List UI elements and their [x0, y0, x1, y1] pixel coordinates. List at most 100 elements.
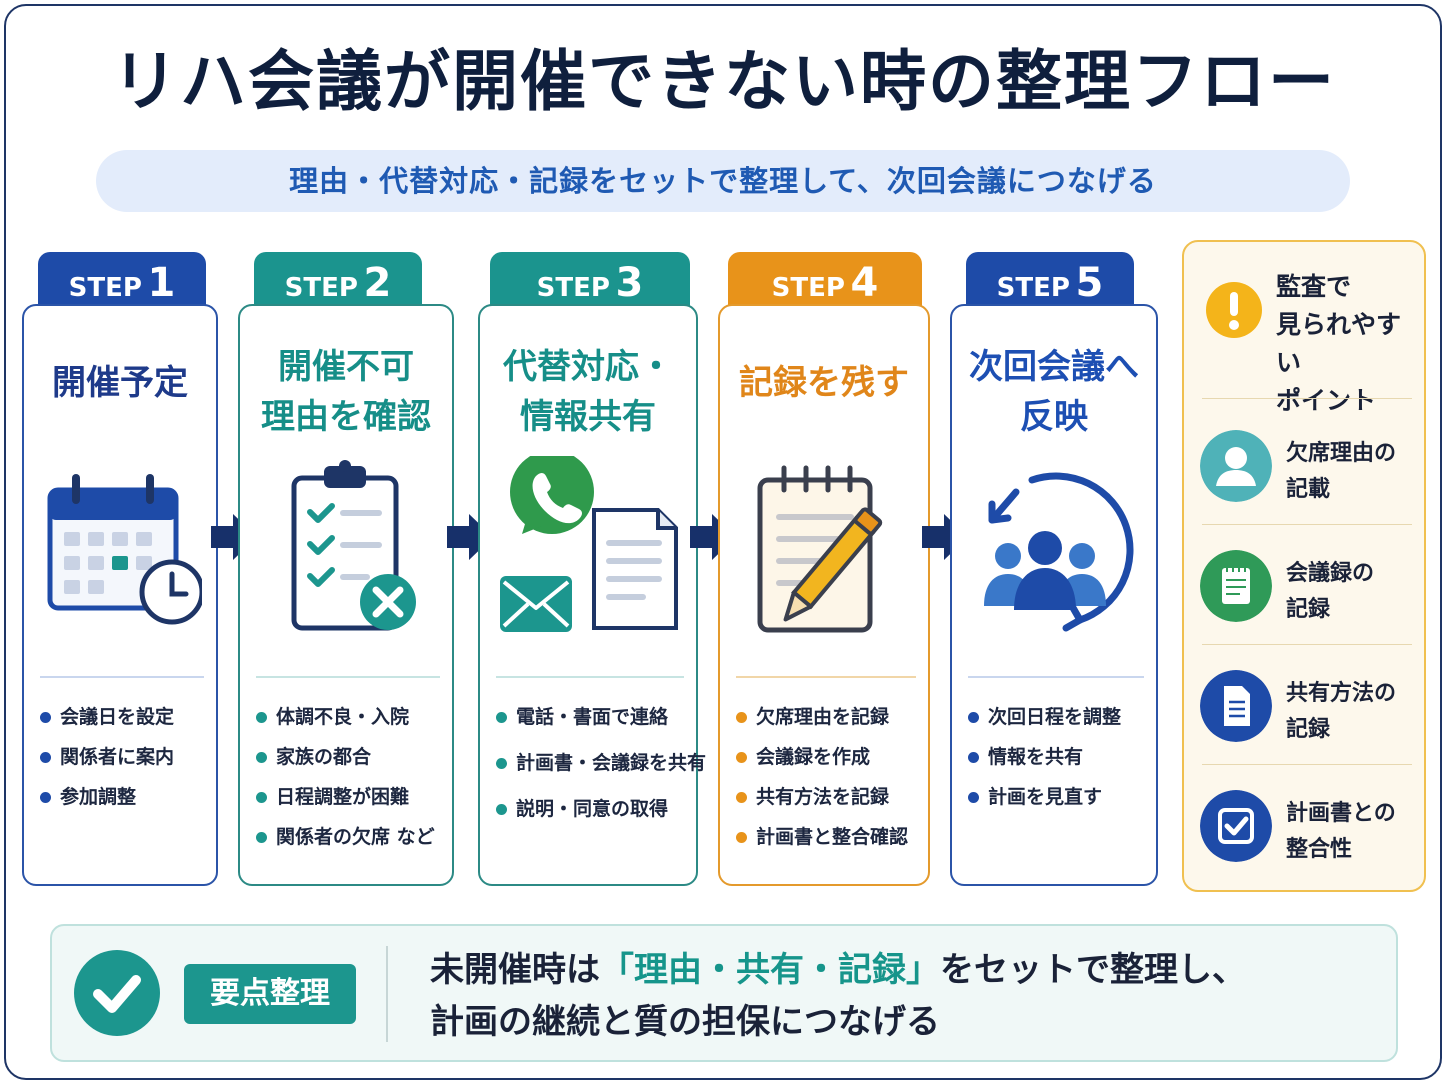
step-label: STEP	[771, 273, 845, 303]
bullet-dot	[968, 792, 979, 803]
step-label: STEP	[996, 273, 1070, 303]
list-item: 家族の都合	[256, 742, 432, 782]
bullet-dot	[496, 804, 507, 815]
audit-points-heading: 監査で 見られやすい ポイント	[1276, 268, 1424, 420]
step-title-line: 反映	[1020, 397, 1088, 437]
step-number: 1	[147, 260, 176, 306]
step-title-line: 情報共有	[520, 397, 656, 437]
step-5-title: 次回会議へ 反映	[952, 342, 1156, 442]
step-title-line: 次回会議へ	[969, 347, 1139, 387]
check-circle-icon	[74, 950, 160, 1036]
bullet-dot	[968, 712, 979, 723]
exclamation-icon	[1206, 282, 1262, 338]
calendar-clock-icon	[47, 474, 202, 625]
step-title-line: 記録を残す	[739, 363, 909, 403]
summary-highlight: 「理由・共有・記録」	[600, 950, 940, 990]
bullet-dot	[40, 712, 51, 723]
step-label: STEP	[536, 273, 610, 303]
separator	[256, 676, 440, 678]
step-number: 2	[363, 260, 392, 306]
step-number: 4	[850, 260, 879, 306]
heading-line: ポイント	[1276, 386, 1377, 415]
phone-mail-document-icon	[500, 456, 678, 632]
bullet-dot	[736, 752, 747, 763]
list-item: 電話・書面で連絡	[496, 702, 696, 748]
list-item: 欠席理由を記録	[736, 702, 932, 742]
step-title-line: 開催不可	[278, 347, 414, 387]
step-title-line: 開催予定	[52, 363, 188, 403]
list-item: 説明・同意の取得	[496, 794, 696, 840]
summary-text: 未開催時は「理由・共有・記録」をセットで整理し、 計画の継続と質の担保につなげる	[430, 950, 1246, 1042]
list-item: 共有方法を記録	[736, 782, 932, 822]
audit-item-label: 会議録の記録	[1286, 561, 1375, 622]
step-4-card: 記録を残す 欠席理由を記録 会議録を作成 共有方法を記録 計画書と整合確認	[718, 304, 930, 886]
summary-box: 要点整理 未開催時は「理由・共有・記録」をセットで整理し、 計画の継続と質の担保…	[50, 924, 1398, 1062]
list-item: 体調不良・入院	[256, 702, 432, 742]
page-subtitle: 理由・代替対応・記録をセットで整理して、次回会議につなげる	[96, 150, 1350, 212]
arrow-right-icon	[211, 514, 257, 560]
step-5-bullets: 次回日程を調整 情報を共有 計画を見直す	[968, 702, 1144, 822]
audit-item-label: 欠席理由の記載	[1286, 441, 1397, 502]
step-label: STEP	[68, 273, 142, 303]
divider	[1202, 764, 1412, 765]
step-5-card: 次回会議へ 反映 次回日程を調整 情報を共有 計画を見直す	[950, 304, 1158, 886]
list-item: 関係者に案内	[40, 742, 216, 782]
bullet-dot	[736, 832, 747, 843]
step-2-bullets: 体調不良・入院 家族の都合 日程調整が困難 関係者の欠席 など	[256, 702, 435, 862]
list-item: 情報を共有	[968, 742, 1144, 782]
step-4-title: 記録を残す	[720, 358, 928, 408]
separator	[496, 676, 684, 678]
audit-item-sharing-method: 共有方法の記録	[1200, 652, 1412, 762]
list-item: 参加調整	[40, 782, 216, 822]
bullet-dot	[40, 792, 51, 803]
bullet-dot	[256, 832, 267, 843]
step-number: 5	[1075, 260, 1104, 306]
separator	[40, 676, 204, 678]
audit-points-panel: 監査で 見られやすい ポイント 欠席理由の記載 会議録の記録	[1182, 240, 1426, 892]
page-title: リハ会議が開催できない時の整理フロー	[112, 43, 1336, 120]
divider	[386, 946, 388, 1042]
person-icon	[1200, 430, 1272, 502]
arrow-right-icon	[690, 514, 736, 560]
separator	[736, 676, 916, 678]
audit-item-absence-reason: 欠席理由の記載	[1200, 412, 1412, 522]
heading-line: 監査で	[1276, 272, 1352, 301]
bullet-dot	[736, 712, 747, 723]
bullet-dot	[496, 712, 507, 723]
step-label: STEP	[284, 273, 358, 303]
arrow-right-icon	[922, 514, 968, 560]
divider	[1202, 524, 1412, 525]
step-1-card: 開催予定 会議日を設定 関係者に案内 参加調整	[22, 304, 218, 886]
bullet-dot	[496, 758, 507, 769]
step-2-card: 開催不可 理由を確認 体調不良・入院 家族の都合 日程調整が困難 関係者の欠席 …	[238, 304, 454, 886]
list-item: 次回日程を調整	[968, 702, 1144, 742]
list-item: 日程調整が困難	[256, 782, 432, 822]
step-4-bullets: 欠席理由を記録 会議録を作成 共有方法を記録 計画書と整合確認	[736, 702, 932, 862]
step-1-title: 開催予定	[24, 358, 216, 408]
list-item: 計画書と整合確認	[736, 822, 932, 862]
step-3-bullets: 電話・書面で連絡 計画書・会議録を共有 説明・同意の取得	[496, 702, 706, 840]
list-item: 会議日を設定	[40, 702, 216, 742]
list-item: 計画を見直す	[968, 782, 1144, 822]
list-item: 会議録を作成	[736, 742, 932, 782]
heading-line: 見られやすい	[1276, 310, 1402, 377]
list-item: 関係者の欠席 など	[256, 822, 435, 862]
bullet-dot	[256, 792, 267, 803]
summary-badge: 要点整理	[184, 964, 356, 1024]
divider	[1202, 398, 1412, 399]
step-title-line: 理由を確認	[261, 397, 431, 437]
arrow-right-icon	[447, 514, 493, 560]
step-3-title: 代替対応・ 情報共有	[480, 342, 696, 442]
step-3-card: 代替対応・ 情報共有 電話・書面で連絡 計画書・会議録を共有 説明・同意の取得	[478, 304, 706, 886]
clipboard-cross-icon	[291, 460, 416, 631]
audit-item-label: 計画書との整合性	[1286, 801, 1396, 862]
audit-item-plan-consistency: 計画書との整合性	[1200, 772, 1412, 882]
divider	[1202, 644, 1412, 645]
step-1-bullets: 会議日を設定 関係者に案内 参加調整	[40, 702, 216, 822]
audit-item-label: 共有方法の記録	[1286, 681, 1397, 742]
step-2-title: 開催不可 理由を確認	[240, 342, 452, 442]
separator	[968, 676, 1144, 678]
bullet-dot	[256, 712, 267, 723]
audit-item-minutes: 会議録の記録	[1200, 532, 1412, 642]
notepad-pencil-icon	[757, 465, 883, 633]
